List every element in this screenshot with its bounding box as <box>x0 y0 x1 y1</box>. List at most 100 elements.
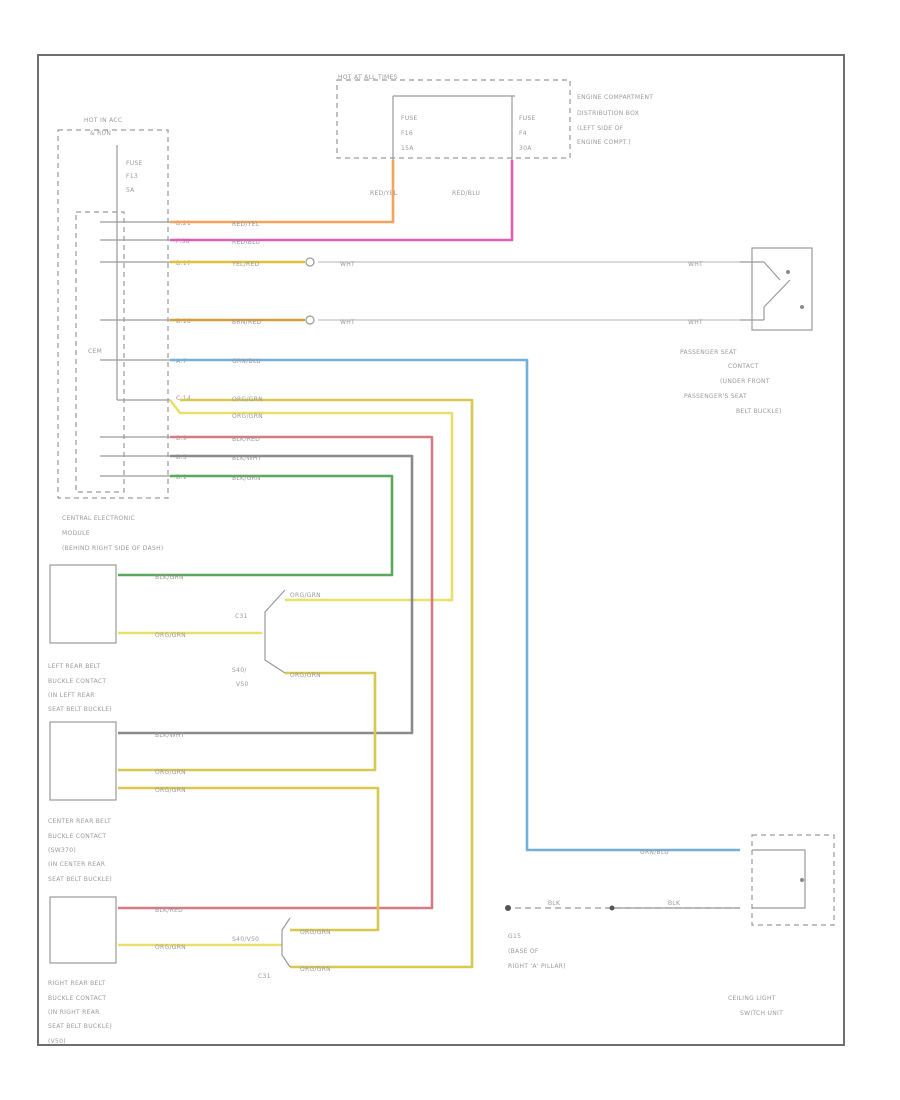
cem-label: CEM <box>88 348 102 355</box>
pin-labels: B:21 F:38 B:17 B:16 A:7 C:14 B:9 B:3 B:1 <box>176 220 191 481</box>
engine-distribution-box: HOT AT ALL TIMES FUSE F16 15A FUSE F4 30… <box>336 74 653 197</box>
left-rear-buckle-contact: LEFT REAR BELT BUCKLE CONTACT (IN LEFT R… <box>48 564 117 713</box>
cem-title-3: (BEHIND RIGHT SIDE OF DASH) <box>62 545 164 552</box>
hot-in-acc-label: HOT IN ACC <box>84 117 122 124</box>
passenger-label-2: CONTACT <box>728 363 759 370</box>
wire-labels: RED/YEL RED/BLU YEL/RED BRN/RED GRN/BLU … <box>155 221 703 973</box>
cem-title-1: CENTRAL ELECTRONIC <box>62 515 135 522</box>
wire-blk-red <box>118 435 434 910</box>
fuse-f13-rating: 5A <box>126 187 135 194</box>
passenger-seat-contact: PASSENGER SEAT CONTACT (UNDER FRONT PASS… <box>680 247 813 415</box>
ground-label-1: G15 <box>508 933 521 940</box>
splice-c31-label: C31 <box>235 613 248 620</box>
wire-red-blu <box>170 160 514 242</box>
wire-label: WHT <box>688 261 703 268</box>
ground-g15: BLK BLK G15 (BASE OF RIGHT 'A' PILLAR) <box>505 900 740 970</box>
wire-label: WHT <box>340 261 355 268</box>
blk-label-1: BLK <box>548 900 561 907</box>
wire-label: RED/BLU <box>232 239 260 246</box>
wire-org-grn <box>168 399 454 602</box>
wire-label: ORG/GRN <box>300 929 331 936</box>
left-rear-label-1: LEFT REAR BELT <box>48 663 101 670</box>
right-rear-label-3: (IN RIGHT REAR <box>48 1009 100 1016</box>
wire-label: ORG/GRN <box>232 396 263 403</box>
right-rear-label-5: (V50) <box>48 1038 66 1045</box>
ceiling-light-switch-unit: CEILING LIGHT SWITCH UNIT <box>728 834 835 1017</box>
pin-label: B:21 <box>176 220 191 227</box>
wires <box>118 160 740 969</box>
fuse-f4-label: FUSE <box>519 115 536 122</box>
hot-in-acc-run-label: & RUN <box>90 130 111 137</box>
wire-label: BRN/RED <box>232 319 262 326</box>
ground-label-3: RIGHT 'A' PILLAR) <box>508 963 566 970</box>
right-rear-label-1: RIGHT REAR BELT <box>48 980 105 987</box>
wire-label: BLK/RED <box>232 436 260 443</box>
center-rear-label-4: (IN CENTER REAR <box>48 861 105 868</box>
inline-connectors <box>305 257 315 325</box>
fuse-f4-id: F4 <box>519 130 527 137</box>
pin-label: B:3 <box>176 454 187 461</box>
wire-grn-blu <box>170 358 740 852</box>
cem-title-2: MODULE <box>62 530 90 537</box>
fuse-f16-id: F16 <box>401 130 413 137</box>
wire-label: BLK/GRN <box>155 574 184 581</box>
red-yel-vertical-label: RED/YEL <box>370 190 398 197</box>
pin-label: A:7 <box>176 358 187 365</box>
engine-box-line-2: DISTRIBUTION BOX <box>577 110 639 117</box>
left-rear-label-4: SEAT BELT BUCKLE) <box>48 706 112 713</box>
central-electronic-module: HOT IN ACC & RUN FUSE F13 5A CEM CENTRAL… <box>57 117 170 552</box>
fuse-f13-id: F13 <box>126 173 138 180</box>
wire-label: ORG/GRN <box>290 592 321 599</box>
fuse-f16-rating: 15A <box>401 145 414 152</box>
wire-label: BLK/GRN <box>232 475 261 482</box>
right-rear-label-2: BUCKLE CONTACT <box>48 995 106 1002</box>
pin-label: B:17 <box>176 260 191 267</box>
wire-blk-grn <box>118 474 394 577</box>
wire-label: WHT <box>688 319 703 326</box>
wire-label: ORG/GRN <box>155 787 186 794</box>
red-blu-vertical-label: RED/BLU <box>452 190 480 197</box>
wire-label: BLK/WHT <box>155 732 185 739</box>
wire-label: YEL/RED <box>231 261 260 268</box>
wire-label: ORG/GRN <box>155 769 186 776</box>
center-rear-label-1: CENTER REAR BELT <box>48 818 111 825</box>
center-rear-buckle-contact: CENTER REAR BELT BUCKLE CONTACT (SW370) … <box>48 721 117 883</box>
hot-at-all-times-label: HOT AT ALL TIMES <box>338 74 398 81</box>
ceiling-light-label-2: SWITCH UNIT <box>740 1010 783 1017</box>
splice-v50-label: V50 <box>236 681 249 688</box>
blk-label-2: BLK <box>668 900 681 907</box>
center-rear-label-3: (SW370) <box>48 847 76 854</box>
passenger-label-3: (UNDER FRONT <box>720 378 770 385</box>
fuse-f16-label: FUSE <box>401 115 418 122</box>
pin-label: B:16 <box>176 318 191 325</box>
pin-label: B:9 <box>176 435 187 442</box>
center-rear-label-2: BUCKLE CONTACT <box>48 833 106 840</box>
wire-label: ORG/GRN <box>155 944 186 951</box>
wire-label: GRN/BLU <box>232 358 261 365</box>
wire-org-grn <box>118 671 377 772</box>
right-rear-label-4: SEAT BELT BUCKLE) <box>48 1023 112 1030</box>
engine-box-line-3: (LEFT SIDE OF <box>577 125 624 132</box>
splice-c31b-label: C31 <box>258 973 271 980</box>
wire-label: RED/YEL <box>232 221 260 228</box>
center-rear-label-5: SEAT BELT BUCKLE) <box>48 876 112 883</box>
wire-label: ORG/GRN <box>290 672 321 679</box>
left-rear-label-3: (IN LEFT REAR <box>48 692 95 699</box>
cem-pin-stubs <box>100 221 170 477</box>
engine-box-line-4: ENGINE COMPT.) <box>577 139 631 146</box>
fuse-f4-rating: 30A <box>519 145 532 152</box>
wire-label: ORG/GRN <box>300 966 331 973</box>
passenger-label-1: PASSENGER SEAT <box>680 349 737 356</box>
wire-label: ORG/GRN <box>155 632 186 639</box>
passenger-label-4: PASSENGER'S SEAT <box>684 393 747 400</box>
splice-labels: C31 S40/ V50 S40/V50 C31 <box>232 613 271 980</box>
pin-label: B:1 <box>176 474 187 481</box>
splice-s40-label: S40/ <box>232 667 247 674</box>
passenger-label-5: BELT BUCKLE) <box>736 408 782 415</box>
left-rear-label-2: BUCKLE CONTACT <box>48 678 106 685</box>
wire-label: WHT <box>340 319 355 326</box>
splice-s40v50-label: S40/V50 <box>232 936 259 943</box>
wire-org-grn <box>180 398 474 969</box>
wire-org-grn <box>118 786 380 932</box>
